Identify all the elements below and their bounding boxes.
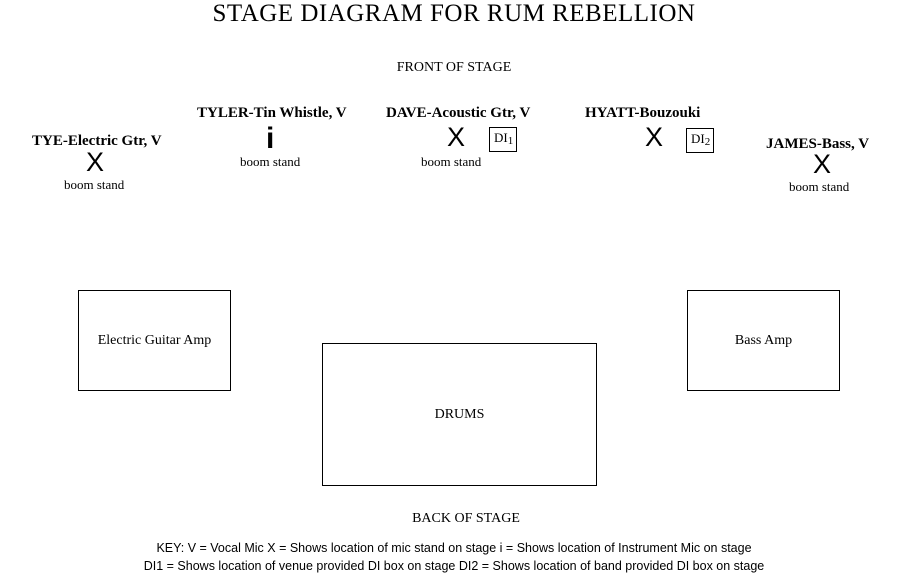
di-box-2: DI2 [686,128,715,153]
electric-guitar-amp-box: Electric Guitar Amp [78,290,231,391]
hyatt-mic-stand-marker: X [645,122,664,152]
tyler-stand-label: boom stand [240,154,301,169]
hyatt-name: HYATT-Bouzouki [585,105,701,121]
dave-stand-label: boom stand [421,154,482,169]
di-box-1-label: DI [494,130,508,145]
james-mic-stand-marker: X [813,149,832,179]
diagram-title: STAGE DIAGRAM FOR RUM REBELLION [212,0,696,27]
di-box-1: DI1 [489,127,518,152]
dave-mic-stand-marker: X [447,122,466,152]
tye-stand-label: boom stand [64,177,125,192]
bass-amp-box: Bass Amp [687,290,840,391]
di-box-1-number: 1 [507,135,514,147]
key-line-2: DI1 = Shows location of venue provided D… [143,559,765,573]
drums-label: DRUMS [434,406,485,422]
key-line-1: KEY: V = Vocal Mic X = Shows location of… [156,541,752,555]
dave-name: DAVE-Acoustic Gtr, V [386,105,531,121]
bass-amp-label: Bass Amp [734,332,793,348]
tye-name: TYE-Electric Gtr, V [32,133,162,149]
james-stand-label: boom stand [789,179,850,194]
tyler-instrument-mic-marker: i [266,122,275,155]
di-box-2-label: DI [691,131,705,146]
drums-box: DRUMS [322,343,597,486]
back-of-stage-label: BACK OF STAGE [412,511,520,526]
front-of-stage-label: FRONT OF STAGE [396,60,512,75]
tyler-name: TYLER-Tin Whistle, V [197,105,347,121]
tye-mic-stand-marker: X [86,147,105,177]
james-name: JAMES-Bass, V [766,136,870,152]
electric-guitar-amp-label: Electric Guitar Amp [97,332,212,348]
di-box-2-number: 2 [704,136,711,148]
